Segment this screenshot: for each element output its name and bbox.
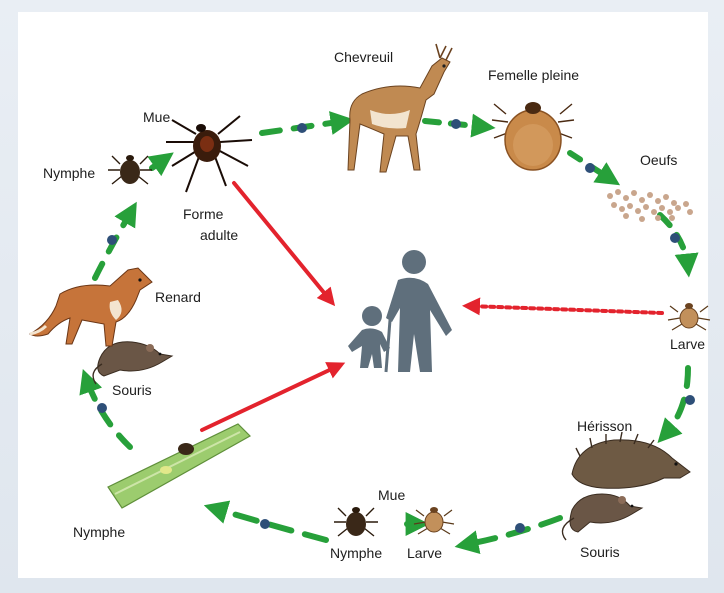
mouse-icon: [93, 342, 172, 384]
label-souris-right: Souris: [580, 544, 620, 560]
adult-and-child-silhouette-icon: [348, 250, 452, 372]
cycle-arrow-larve-to-herisson: [664, 368, 688, 436]
label-larve-right: Larve: [670, 336, 705, 352]
label-forme: Forme: [183, 206, 224, 222]
red-arrow-adulte-to-humans: [234, 183, 330, 300]
label-souris-left: Souris: [112, 382, 152, 398]
cycle-dot: [297, 123, 307, 133]
label-chevreuil: Chevreuil: [334, 49, 393, 65]
tick-larva-icon: [668, 303, 710, 330]
cycle-dot: [515, 523, 525, 533]
tick-eggs-icon: [607, 189, 693, 222]
tick-nymph-icon: [334, 507, 378, 536]
label-herisson: Hérisson: [577, 418, 632, 434]
cycle-dot: [97, 403, 107, 413]
label-nymphe-top: Nymphe: [43, 165, 95, 181]
fox-icon: [30, 268, 152, 346]
cycle-arrow-souris-to-larve: [464, 518, 560, 545]
cycle-dot: [585, 163, 595, 173]
mouse-icon: [562, 494, 642, 540]
label-oeufs: Oeufs: [640, 152, 677, 168]
label-nymphe-grass: Nymphe: [73, 524, 125, 540]
red-arrow-nymphe-to-humans: [202, 366, 338, 430]
cycle-arrow-nymphe-to-mue: [152, 158, 166, 168]
engorged-tick-icon: [492, 102, 574, 170]
red-dotted-arrow-larve-to-humans: [470, 306, 662, 313]
hedgehog-icon: [572, 432, 690, 488]
tick-nymph-icon: [108, 155, 152, 184]
label-renard: Renard: [155, 289, 201, 305]
cycle-dot: [685, 395, 695, 405]
cycle-dot: [670, 233, 680, 243]
label-nymphe-bottom: Nymphe: [330, 545, 382, 561]
cycle-dot: [451, 119, 461, 129]
label-adulte: adulte: [200, 227, 238, 243]
label-larve-bottom: Larve: [407, 545, 442, 561]
tick-larva-icon: [414, 507, 454, 534]
grass-blade-icon: [108, 424, 250, 508]
label-mue-bottom: Mue: [378, 487, 405, 503]
label-femelle-pleine: Femelle pleine: [488, 67, 579, 83]
adult-tick-icon: [166, 116, 252, 192]
cycle-dot: [107, 235, 117, 245]
label-mue-top: Mue: [143, 109, 170, 125]
cycle-dot: [260, 519, 270, 529]
